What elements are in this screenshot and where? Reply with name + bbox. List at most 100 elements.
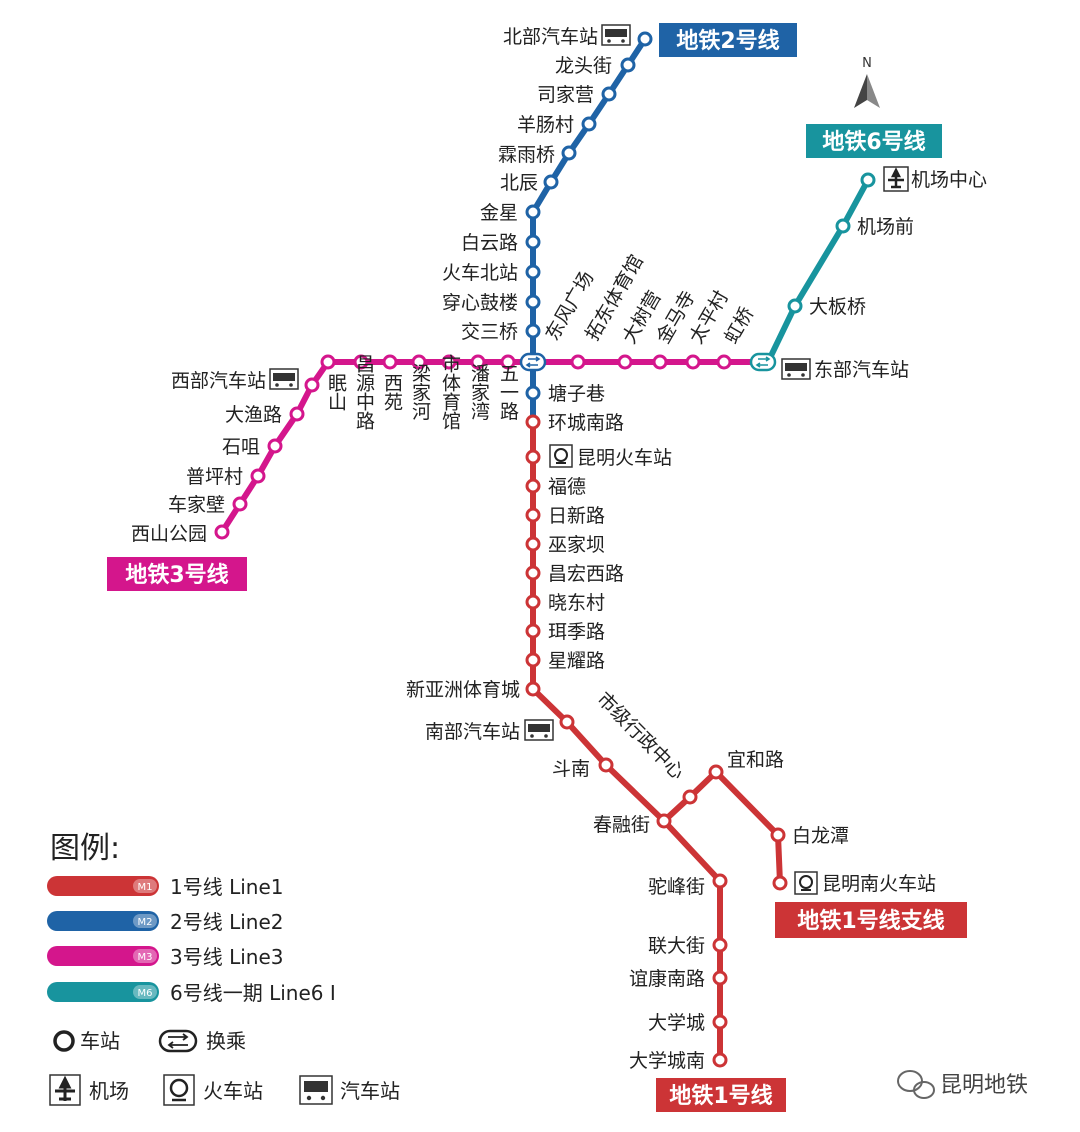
station-baiyunlu[interactable] (525, 234, 541, 250)
svg-text:巫家坝: 巫家坝 (548, 534, 605, 556)
svg-text:M6: M6 (138, 988, 153, 999)
station-dabanqiao[interactable] (787, 298, 803, 314)
station-tuofengjie[interactable] (712, 873, 728, 889)
station-jichangzhongxin[interactable] (860, 172, 876, 188)
svg-text:昆明地铁: 昆明地铁 (940, 1073, 1028, 1098)
svg-text:M2: M2 (138, 917, 153, 928)
station-doubnan[interactable] (598, 757, 614, 773)
svg-text:霖雨桥: 霖雨桥 (498, 144, 555, 166)
station-huanchengnanlu[interactable] (525, 414, 541, 430)
svg-text:石咀: 石咀 (222, 436, 260, 458)
station-jichangqian[interactable] (835, 218, 851, 234)
station-wujiaba[interactable] (525, 536, 541, 552)
station-mianshan[interactable] (320, 354, 336, 370)
svg-text:昆明南火车站: 昆明南火车站 (822, 873, 936, 895)
svg-text:图例:: 图例: (50, 831, 120, 866)
station-rixinlu[interactable] (525, 507, 541, 523)
station-yihelu[interactable] (708, 764, 724, 780)
station-huochebeizhan[interactable] (525, 264, 541, 280)
station-linyuqiao[interactable] (561, 145, 577, 161)
legend-railway: 火车站 (163, 1074, 263, 1106)
station-shijixingzheng[interactable] (682, 789, 698, 805)
station-wuyilu[interactable] (500, 354, 516, 370)
svg-text:东部汽车站: 东部汽车站 (814, 359, 909, 381)
station-xinyazhou[interactable] (525, 681, 541, 697)
svg-text:龙头街: 龙头街 (555, 55, 612, 77)
badge-line1: 地铁1号线 (656, 1078, 786, 1112)
svg-text:星耀路: 星耀路 (548, 650, 605, 672)
station-sijiaying[interactable] (601, 86, 617, 102)
svg-text:M3: M3 (138, 952, 153, 963)
station-xishangongyuan[interactable] (214, 524, 230, 540)
svg-text:机场前: 机场前 (857, 216, 914, 238)
svg-text:地铁6号线: 地铁6号线 (822, 129, 925, 155)
svg-text:塘子巷: 塘子巷 (548, 383, 605, 405)
svg-text:市体育馆: 市体育馆 (439, 354, 461, 430)
station-liangjiahe[interactable] (411, 354, 427, 370)
station-dashuying[interactable] (617, 354, 633, 370)
svg-text:斗南: 斗南 (552, 758, 590, 780)
station-nanbu[interactable] (559, 714, 575, 730)
svg-text:大学城: 大学城 (648, 1012, 705, 1034)
bus-icon (601, 24, 631, 46)
station-tuodongtiyuguan[interactable] (570, 354, 586, 370)
station-jinmasi[interactable] (652, 354, 668, 370)
bus-icon (524, 719, 554, 741)
station-shitiyuguan[interactable] (441, 354, 457, 370)
station-pupingcun[interactable] (250, 468, 266, 484)
north-compass-icon: N (854, 56, 880, 108)
station-changhongxilu[interactable] (525, 565, 541, 581)
station-bailongtan[interactable] (770, 827, 786, 843)
svg-text:西山公园: 西山公园 (131, 523, 207, 545)
transfer-dongbu[interactable] (749, 352, 777, 372)
station-xingyaolu[interactable] (525, 652, 541, 668)
legend-item-line1: M1 1号线 Line1 (47, 875, 284, 899)
legend-item-line2: M2 2号线 Line2 (47, 910, 284, 934)
svg-text:地铁1号线支线: 地铁1号线支线 (797, 908, 944, 934)
station-panjiawan[interactable] (470, 354, 486, 370)
station-longtoujie[interactable] (620, 57, 636, 73)
station-ejilu[interactable] (525, 623, 541, 639)
line3-track (219, 359, 768, 534)
stations-line1 (525, 414, 788, 1068)
svg-text:车站: 车站 (80, 1029, 120, 1053)
station-xibu[interactable] (304, 377, 320, 393)
station-taipingcun[interactable] (685, 354, 701, 370)
station-hongqiao[interactable] (716, 354, 732, 370)
station-tangzixiang[interactable] (525, 385, 541, 401)
station-daxuechengnan[interactable] (712, 1052, 728, 1068)
station-jiaosanqiao[interactable] (525, 323, 541, 339)
station-yikangnanlu[interactable] (712, 970, 728, 986)
station-changyuanzhonglu[interactable] (353, 354, 369, 370)
stations-line3 (214, 354, 732, 540)
station-jinxing[interactable] (525, 204, 541, 220)
station-daxuecheng[interactable] (712, 1014, 728, 1030)
station-fude[interactable] (525, 478, 541, 494)
station-kunmingnan[interactable] (772, 875, 788, 891)
svg-text:联大街: 联大街 (648, 935, 705, 957)
svg-text:2号线 Line2: 2号线 Line2 (170, 910, 284, 934)
transfer-dongfengguangchang[interactable] (519, 352, 547, 372)
station-xiaodongcun[interactable] (525, 594, 541, 610)
svg-text:驼峰街: 驼峰街 (648, 876, 705, 898)
svg-text:地铁1号线: 地铁1号线 (669, 1083, 772, 1109)
station-liandajie[interactable] (712, 937, 728, 953)
station-dayulu[interactable] (289, 406, 305, 422)
legend-item-line3: M3 3号线 Line3 (47, 945, 284, 969)
station-beichen[interactable] (543, 174, 559, 190)
labels-line1: 塘子巷 环城南路 昆明火车站 福德 日新路 巫家坝 昌宏西路 晓东村 珥季路 星… (406, 383, 936, 1072)
labels-line6: 机场中心 机场前 大板桥 (809, 166, 987, 318)
station-yangchangcun[interactable] (581, 116, 597, 132)
station-kunminghuochezhan[interactable] (525, 449, 541, 465)
station-beibu[interactable] (637, 31, 653, 47)
station-xiyuan[interactable] (382, 354, 398, 370)
station-chunrongjie[interactable] (656, 813, 672, 829)
airport-icon (883, 166, 909, 192)
svg-text:汽车站: 汽车站 (340, 1079, 400, 1103)
station-chejiabi[interactable] (232, 496, 248, 512)
svg-text:穿心鼓楼: 穿心鼓楼 (442, 292, 518, 314)
station-shizui[interactable] (267, 438, 283, 454)
station-chuanxingulou[interactable] (525, 294, 541, 310)
wechat-icon (897, 1070, 935, 1099)
